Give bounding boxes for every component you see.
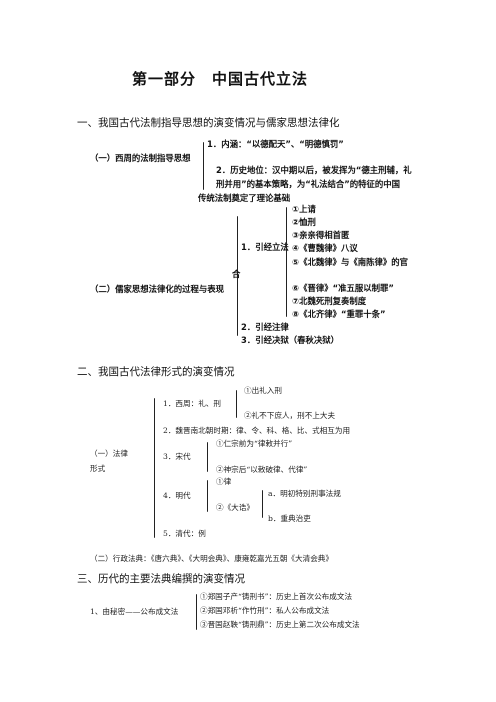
codify-item-1: 1、由秘密——公布成文法 [90,607,179,616]
codify-item-c: ③晋国赵鞅“铸刑鼎”：历史上第二次公布成文法 [200,620,360,629]
list-item: ③亲亲得相首匿 [292,230,350,240]
part-1-item-1: 1．内涵：“以德配天”、“明德慎罚” [207,139,344,149]
part-2-label: （二）儒家思想法律化的过程与表现 [90,284,224,294]
form-item-3-b: ②神宗后“以敕破律、代律” [216,465,308,474]
part-1-item-2-line-2: 刑并用”的基本策略，为“礼法结合”的特征的中国 [216,179,401,189]
brace [286,207,287,317]
sub-3: 3．引经决狱（春秋决狱） [241,335,339,345]
sub-1-label: 1．引经立法 [241,242,289,252]
list-item: ④《曹魏律》八议 [292,243,358,253]
form-item-1-b: ②礼不下庶人，刑不上大夫 [244,411,336,420]
list-item: ①上请 [292,204,316,214]
section-3-heading: 三、历代的主要法典编撰的演变情况 [77,573,245,585]
side-char: 合 [232,269,241,279]
form-item-1: 1．西周：礼、刑 [163,399,221,408]
forms-label-line-2: 形式 [90,464,106,473]
part-1-item-2-line-3: 传统法制奠定了理论基础 [198,193,291,203]
section-1-heading: 一、我国古代法制指导思想的演变情况与儒家思想法律化 [77,117,340,129]
list-item: ⑦北魏死刑复奏制度 [292,296,367,306]
part-1-item-2-line-1: 2．历史地位：汉中期以后，被发挥为“德主刑辅，礼 [216,165,412,175]
brace [154,398,155,538]
form-item-1-a: ①出礼入刑 [244,386,282,395]
codify-item-b: ②郑国邓析“作竹刑”：私人公布成文法 [200,606,330,615]
form-item-2: 2．魏晋南北朝时期：律、令、科、格、比、式相互为用 [163,426,351,435]
form-item-5: 5．清代：例 [163,529,206,538]
page-title: 第一部分 中国古代立法 [132,70,309,88]
form-item-4: 4．明代 [163,491,191,500]
brace [207,442,208,472]
forms-label-line-1: （一）法律 [90,449,128,458]
brace [262,490,263,518]
brace [236,390,237,418]
brace [203,142,204,190]
brace [237,216,238,336]
form-item-3: 3．宋代 [163,452,191,461]
list-item: ⑧《北齐律》“重罪十条” [292,309,386,319]
admin-codes: （二）行政法典：《唐六典》、《大明会典》、康雍乾嘉光五朝《大清会典》 [90,554,333,563]
sub-2: 2．引经注律 [241,322,289,332]
section-2-heading: 二、我国古代法律形式的演变情况 [77,366,235,378]
part-1-label: （一）西周的法制指导思想 [90,153,191,163]
form-item-4-b-2: b．重典治吏 [268,514,311,523]
form-item-3-a: ①仁宗前为“律敕并行” [216,439,293,448]
form-item-4-a: ①律 [216,477,232,486]
brace [207,480,208,512]
list-item: ⑤《北魏律》与《南陈律》的官 [292,257,408,267]
codify-item-a: ①郑国子产“铸刑书”：历史上首次公布成文法 [200,592,353,601]
brace [196,594,197,630]
list-item: ⑥《晋律》“准五服以制罪” [292,283,394,293]
form-item-4-b-1: a．明初特别刑事法规 [268,489,341,498]
list-item: ②恤刑 [292,217,316,227]
form-item-4-b: ②《大诰》 [216,503,254,512]
